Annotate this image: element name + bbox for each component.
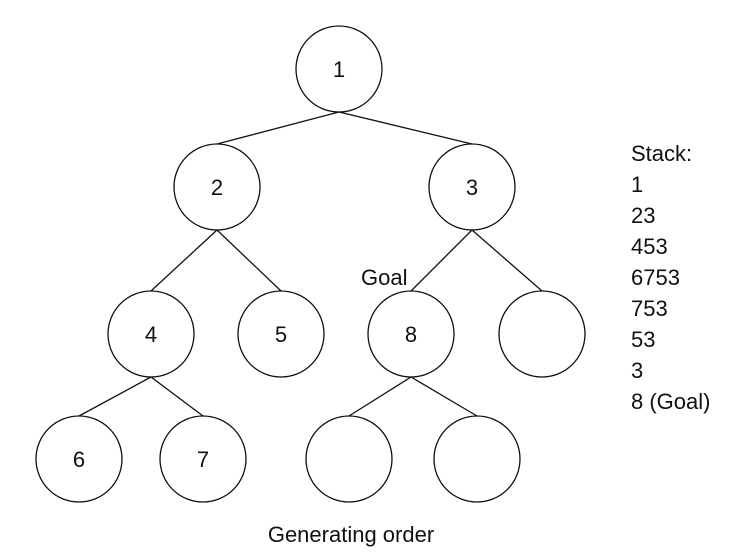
node-label: 5 — [275, 322, 287, 347]
node-label: 1 — [333, 57, 345, 82]
node-circle — [237, 290, 325, 378]
edge-n3-n3r — [471, 229, 543, 292]
stack-line-6: 53 — [631, 327, 655, 352]
node-label: 8 — [405, 322, 417, 347]
tree-node-n8r — [433, 415, 521, 503]
tree-node-n1: 1 — [295, 25, 383, 113]
tree-node-n3: 3 — [428, 143, 516, 231]
stack-title: Stack: — [631, 141, 692, 166]
node-label: 7 — [197, 447, 209, 472]
node-circle — [295, 25, 383, 113]
tree-node-n8: 8 — [367, 290, 455, 378]
edge-n8-n8l — [348, 376, 412, 417]
edge-n4-n7 — [150, 376, 204, 417]
stack-line-7: 3 — [631, 358, 643, 383]
edge-n2-n5 — [216, 229, 282, 292]
tree-node-n6: 6 — [35, 415, 123, 503]
tree-node-n5: 5 — [237, 290, 325, 378]
node-circle — [367, 290, 455, 378]
node-circle — [173, 143, 261, 231]
diagram-caption: Generating order — [268, 522, 434, 547]
node-circle — [498, 290, 586, 378]
node-label: 2 — [211, 175, 223, 200]
node-circle — [35, 415, 123, 503]
node-circle — [433, 415, 521, 503]
node-label: 3 — [466, 175, 478, 200]
node-circle — [159, 415, 247, 503]
tree-node-n8l — [305, 415, 393, 503]
tree-node-n4: 4 — [107, 290, 195, 378]
stack-line-2: 23 — [631, 203, 655, 228]
node-circle — [107, 290, 195, 378]
node-label: 4 — [145, 322, 157, 347]
tree-nodes: 1 2 3 4 5 8 6 7 — [35, 25, 586, 503]
node-circle — [428, 143, 516, 231]
stack-line-3: 453 — [631, 234, 668, 259]
tree-node-n3r — [498, 290, 586, 378]
stack-line-8: 8 (Goal) — [631, 389, 710, 414]
edge-n2-n4 — [150, 229, 218, 292]
node-circle — [305, 415, 393, 503]
edge-n1-n3 — [338, 111, 473, 145]
edge-n3-n8 — [410, 229, 473, 292]
stack-listing: Stack: 1 23 453 6753 753 53 3 8 (Goal) — [631, 141, 710, 414]
tree-node-n2: 2 — [173, 143, 261, 231]
edge-n1-n2 — [216, 111, 340, 145]
tree-node-n7: 7 — [159, 415, 247, 503]
edge-n4-n6 — [78, 376, 152, 417]
edge-n8-n8r — [410, 376, 478, 417]
tree-edges — [78, 111, 543, 417]
goal-annotation: Goal — [361, 265, 407, 290]
stack-line-1: 1 — [631, 172, 643, 197]
stack-line-4: 6753 — [631, 265, 680, 290]
node-label: 6 — [73, 447, 85, 472]
stack-line-5: 753 — [631, 296, 668, 321]
